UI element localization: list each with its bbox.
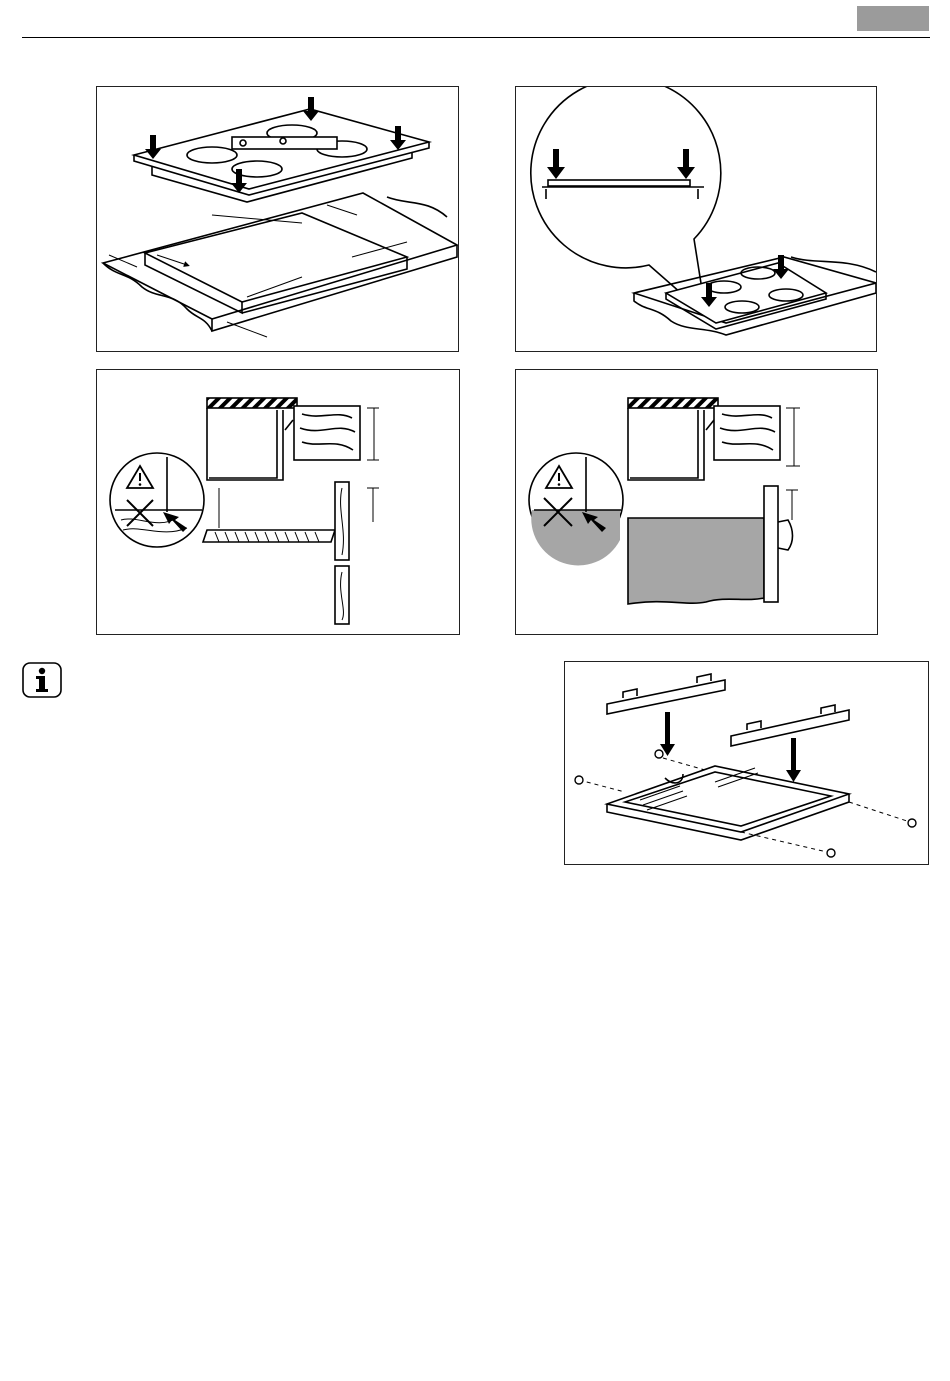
figure-mounting-brackets bbox=[564, 661, 929, 865]
info-icon bbox=[22, 662, 62, 698]
header-rule bbox=[22, 37, 930, 38]
clearance-oven-drawing bbox=[516, 370, 877, 634]
figure-seal-detail bbox=[515, 86, 877, 352]
section-tab bbox=[857, 6, 929, 31]
figure-clearance-drawer bbox=[96, 369, 460, 635]
mounting-brackets-drawing bbox=[565, 662, 928, 864]
seal-detail-drawing bbox=[516, 87, 876, 351]
figure-clearance-oven bbox=[515, 369, 878, 635]
figure-hob-insert bbox=[96, 86, 459, 352]
clearance-drawer-drawing bbox=[97, 370, 459, 634]
hob-insert-drawing bbox=[97, 87, 458, 351]
